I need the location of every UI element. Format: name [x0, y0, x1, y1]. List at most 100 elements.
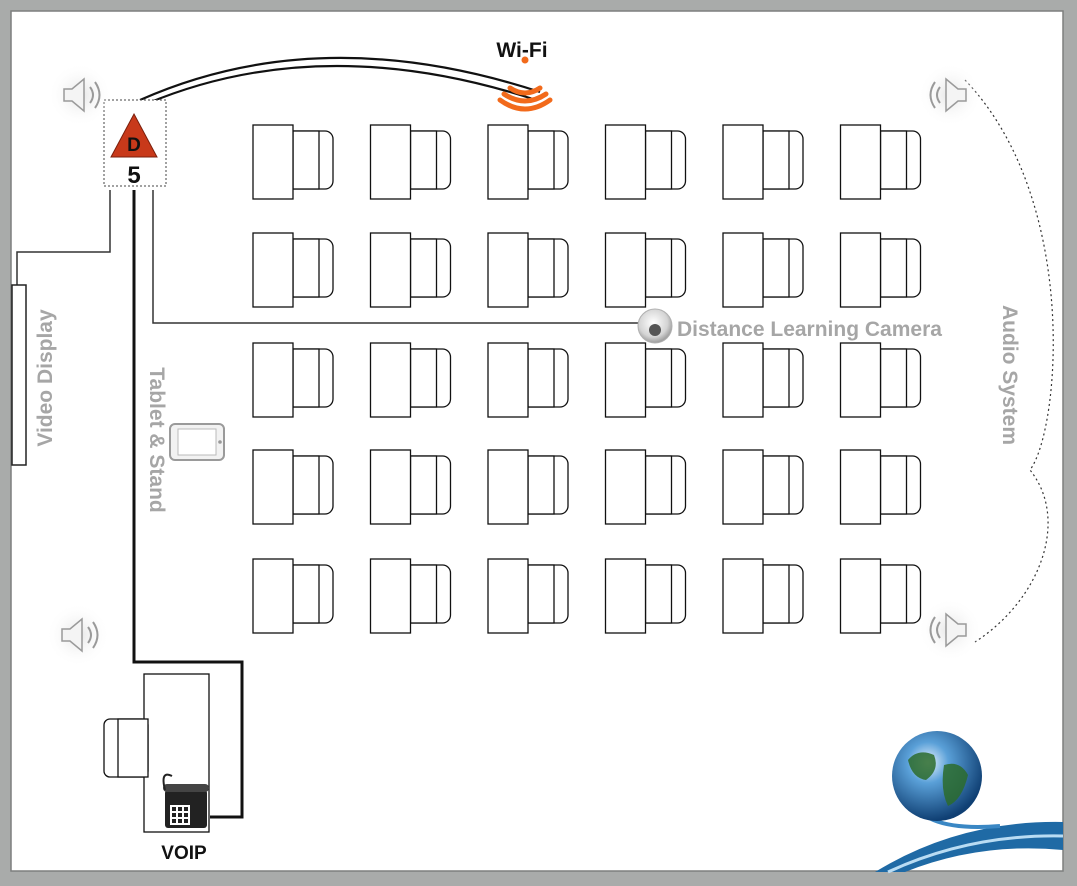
student-desk-top	[369, 124, 412, 200]
student-desk	[369, 232, 452, 308]
student-chair-seat	[644, 238, 673, 298]
drop-point-number: 5	[127, 162, 140, 189]
camera-label: Distance Learning Camera	[677, 318, 942, 341]
student-chair-seat	[409, 348, 438, 408]
student-chair-seat	[762, 348, 790, 408]
speaker-icon	[46, 603, 110, 667]
student-chair-seat	[409, 238, 438, 298]
student-chair-seat	[527, 564, 555, 624]
student-desk-top	[839, 558, 882, 634]
student-chair-seat	[762, 238, 790, 298]
student-chair-seat	[527, 238, 555, 298]
student-chair-seat	[292, 130, 320, 190]
student-desk	[604, 124, 687, 200]
globe-logo	[875, 731, 1064, 874]
video-display	[11, 284, 27, 466]
student-desk	[369, 558, 452, 634]
voip-label: VOIP	[161, 843, 207, 864]
wifi-cable-inner	[145, 64, 537, 106]
student-desk	[369, 342, 452, 418]
student-chair-seat	[292, 348, 320, 408]
speaker-icon	[48, 63, 112, 127]
student-chair-seat	[527, 348, 555, 408]
student-desk-top	[487, 342, 529, 418]
student-chair-seat	[762, 564, 790, 624]
student-desk-top	[369, 558, 412, 634]
student-desk-top	[487, 232, 529, 308]
student-desk	[722, 232, 804, 308]
student-desk-top	[369, 232, 412, 308]
student-desk	[722, 342, 804, 418]
student-chair-seat	[762, 455, 790, 515]
student-chair-seat	[292, 238, 320, 298]
student-desk-top	[839, 449, 882, 525]
student-desk	[369, 124, 452, 200]
student-desk-top	[722, 558, 764, 634]
student-desk	[604, 232, 687, 308]
cabling	[16, 56, 1054, 819]
student-desk	[252, 558, 334, 634]
teacher-chair-seat	[117, 718, 149, 778]
drop-point-marker: D 5	[103, 99, 167, 189]
tablet-icon	[169, 423, 225, 461]
tablet-stand-label: Tablet & Stand	[145, 367, 168, 512]
student-desk	[252, 449, 334, 525]
student-desk	[722, 449, 804, 525]
student-desk-top	[604, 558, 647, 634]
student-desk	[839, 342, 922, 418]
student-desk	[722, 124, 804, 200]
student-desk-top	[722, 449, 764, 525]
student-chair-seat	[292, 455, 320, 515]
video-display-label: Video Display	[34, 309, 57, 447]
camera-cable	[152, 190, 640, 324]
phone-icon	[162, 773, 209, 828]
student-chair-seat	[644, 564, 673, 624]
student-desk	[839, 232, 922, 308]
student-desk	[252, 124, 334, 200]
speakers	[46, 63, 982, 667]
student-desk	[369, 449, 452, 525]
student-desk-top	[369, 342, 412, 418]
student-desk-top	[252, 124, 294, 200]
student-desk-top	[722, 124, 764, 200]
student-chair-seat	[409, 130, 438, 190]
student-desk-top	[839, 232, 882, 308]
student-desk-top	[252, 342, 294, 418]
student-desk-top	[487, 449, 529, 525]
student-chair-seat	[879, 564, 908, 624]
student-desk	[604, 342, 687, 418]
student-desk-top	[722, 342, 764, 418]
student-desk	[252, 232, 334, 308]
audio-system-link	[964, 79, 1054, 643]
student-desk-top	[252, 232, 294, 308]
student-desk-grid	[252, 124, 922, 634]
student-desk	[487, 449, 569, 525]
voip-cable	[132, 190, 244, 819]
student-desk	[252, 342, 334, 418]
student-desk-top	[252, 558, 294, 634]
student-desk-top	[604, 232, 647, 308]
wifi-label: Wi-Fi	[496, 39, 547, 62]
warning-triangle-icon	[110, 112, 158, 158]
student-chair-seat	[292, 564, 320, 624]
student-desk	[604, 558, 687, 634]
student-chair-seat	[409, 564, 438, 624]
student-desk	[487, 558, 569, 634]
student-chair-seat	[527, 455, 555, 515]
student-desk-top	[252, 449, 294, 525]
student-desk	[722, 558, 804, 634]
student-chair-seat	[644, 455, 673, 515]
student-desk	[839, 558, 922, 634]
student-desk-top	[722, 232, 764, 308]
student-desk	[839, 449, 922, 525]
student-chair-seat	[879, 238, 908, 298]
speaker-icon	[918, 63, 982, 127]
display-cable	[16, 190, 111, 285]
student-desk-top	[604, 342, 647, 418]
student-desk-top	[487, 124, 529, 200]
student-desk	[604, 449, 687, 525]
student-chair-seat	[762, 130, 790, 190]
wifi-cable-outer	[139, 56, 541, 102]
student-chair-seat	[644, 130, 673, 190]
student-chair-seat	[527, 130, 555, 190]
